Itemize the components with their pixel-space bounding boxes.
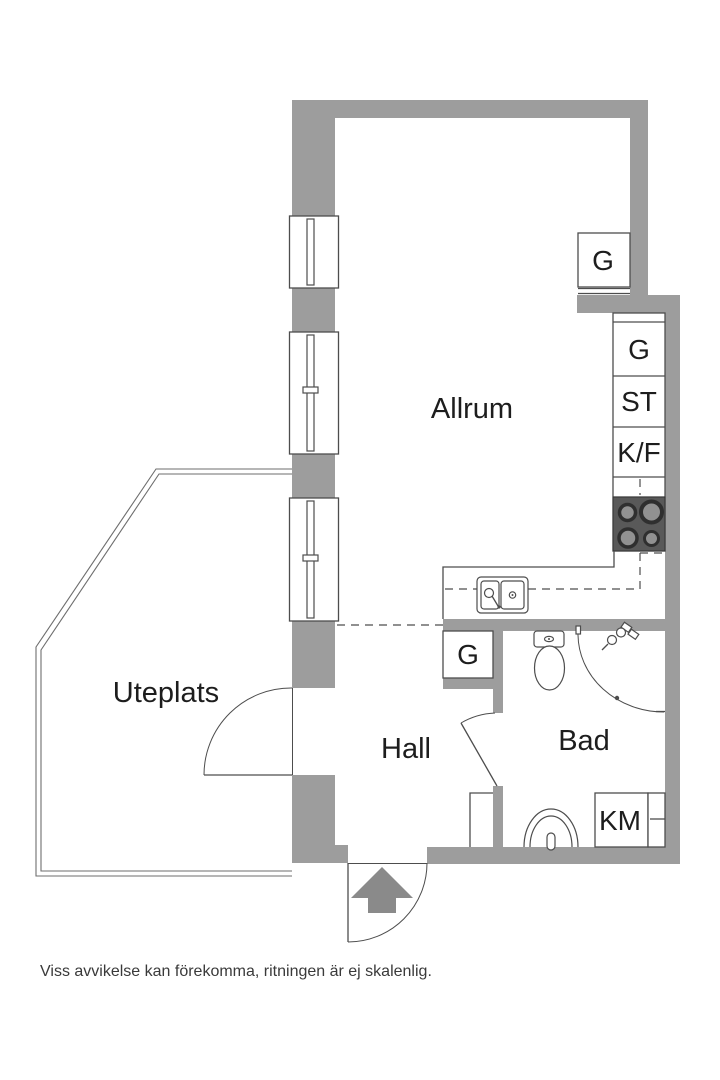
wall-allrum-right [630, 118, 648, 295]
room-label-bad: Bad [558, 725, 610, 757]
wall-kitchen-hall [443, 619, 665, 631]
bathroom-door-leaf [460, 722, 498, 787]
wall-left-segment-3 [292, 454, 335, 498]
patio-outline [35, 468, 292, 877]
kitchen-sink-icon [476, 576, 529, 614]
wall-top [292, 100, 648, 118]
wall-right-outer [665, 295, 680, 864]
shower-curtain-line [575, 625, 665, 713]
window-2 [288, 331, 340, 455]
wall-bottom [427, 847, 680, 864]
cabinet-g-label: G [628, 334, 650, 365]
wall-bath-post-top [493, 631, 503, 713]
wall-left-segment-5 [292, 775, 335, 863]
disclaimer-text: Viss avvikelse kan förekomma, ritningen … [40, 963, 432, 980]
window-1 [288, 215, 340, 289]
wall-left-segment-1 [292, 100, 335, 216]
cabinet-beside-km [647, 792, 666, 848]
entrance-door [347, 862, 428, 943]
wall-left-foot [335, 845, 348, 863]
room-label-allrum: Allrum [431, 393, 513, 425]
overhead-cabinet-dashed-line [445, 479, 665, 590]
wall-left-segment-2 [292, 288, 335, 332]
bathroom-door [460, 712, 498, 787]
wall-left-segment-4 [292, 621, 335, 688]
patio-door-arc [203, 687, 293, 776]
window-3 [288, 497, 340, 622]
stove-icon [612, 496, 666, 552]
window-3-mullion [302, 554, 319, 562]
room-label-uteplats: Uteplats [113, 677, 219, 709]
toilet-icon [533, 630, 566, 691]
wall-bath-post-bottom [493, 786, 503, 847]
patio-door [203, 687, 293, 776]
entrance-door-arc [347, 862, 428, 943]
burner-icon [643, 530, 660, 547]
cabinet-st-label: ST [621, 386, 657, 417]
wall-hall-closet-stub [443, 678, 493, 689]
burner-icon [639, 499, 664, 525]
burner-icon [617, 527, 639, 549]
washing-machine-box: KM [594, 792, 649, 848]
washbasin-icon [523, 808, 579, 851]
windows [288, 215, 340, 622]
hall-closet-label: G [457, 639, 479, 670]
cabinet-kf-label: K/F [617, 437, 661, 468]
closet-top-label: G [592, 245, 614, 276]
shower-mixer-icon [601, 621, 640, 651]
room-label-hall: Hall [381, 733, 431, 765]
entrance-arrow-icon [351, 867, 413, 913]
wall-jog-band [577, 295, 680, 313]
walls [292, 100, 680, 864]
kitchen-counter-edge [442, 551, 615, 619]
bathroom-door-arc [460, 712, 496, 724]
closet-top-right: G [577, 232, 631, 295]
kitchen-cabinet-column: G ST K/F [612, 312, 666, 552]
hall-closet-g: G [442, 630, 494, 679]
hall-niche [469, 792, 493, 847]
washing-machine-label: KM [599, 805, 641, 836]
window-2-mullion [302, 386, 319, 394]
burner-icon [617, 502, 638, 523]
